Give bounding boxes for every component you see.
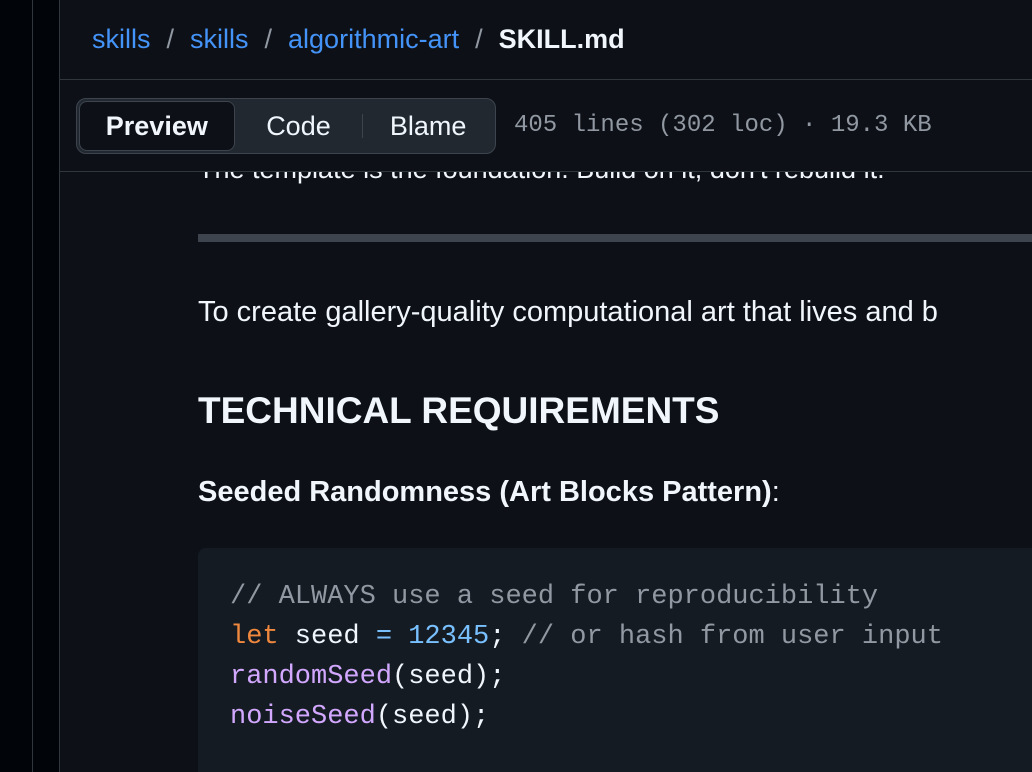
- tab-code[interactable]: Code: [266, 110, 331, 141]
- code-comment: // ALWAYS use a seed for reproducibility: [230, 582, 879, 612]
- code-variable: seed: [278, 622, 376, 652]
- breadcrumb-separator: /: [264, 24, 273, 54]
- code-block[interactable]: // ALWAYS use a seed for reproducibility…: [198, 548, 1032, 772]
- breadcrumb-separator: /: [475, 24, 483, 54]
- code-space: [392, 622, 408, 652]
- tab-preview[interactable]: Preview: [79, 101, 235, 151]
- section-heading: TECHNICAL REQUIREMENTS: [198, 390, 720, 431]
- code-line-2: let seed = 12345; // or hash from user i…: [230, 622, 943, 652]
- file-toolbar: Preview Code Blame 405 lines (302 loc) ·…: [60, 80, 1032, 172]
- subheading-bold: Seeded Randomness (Art Blocks Pattern): [198, 476, 772, 508]
- code-line-4: noiseSeed(seed);: [230, 702, 489, 732]
- code-comment: // or hash from user input: [521, 622, 943, 652]
- breadcrumb-separator: /: [166, 24, 175, 54]
- code-operator: =: [375, 622, 393, 652]
- breadcrumb: skills / skills / algorithmic-art / SKIL…: [60, 0, 1032, 80]
- breadcrumb-link-skills-repo[interactable]: skills: [190, 24, 249, 54]
- file-info: 405 lines (302 loc) · 19.3 KB: [514, 112, 932, 139]
- code-line-1: // ALWAYS use a seed for reproducibility: [230, 582, 878, 612]
- subheading-suffix: :: [771, 476, 780, 508]
- code-keyword: let: [230, 622, 279, 652]
- segment-divider: [362, 114, 364, 138]
- partial-text-line: The template is the foundation. Build on…: [198, 172, 885, 185]
- breadcrumb-link-skills-owner[interactable]: skills: [92, 24, 151, 54]
- code-function: randomSeed: [230, 662, 393, 692]
- code-args: (seed);: [392, 662, 506, 692]
- gutter-divider: [32, 0, 33, 772]
- markdown-preview: The template is the foundation. Build on…: [60, 172, 1032, 772]
- code-line-3: randomSeed(seed);: [230, 662, 505, 692]
- code-args: (seed);: [375, 702, 490, 732]
- breadcrumb-current-file: SKILL.md: [498, 24, 625, 54]
- horizontal-rule: [198, 234, 1032, 242]
- sidebar-gutter: [0, 0, 60, 772]
- code-semicolon: ;: [489, 622, 522, 652]
- paragraph: To create gallery-quality computational …: [198, 296, 938, 328]
- breadcrumb-link-algorithmic-art[interactable]: algorithmic-art: [288, 24, 460, 54]
- code-function: noiseSeed: [230, 702, 376, 732]
- subheading-paragraph: Seeded Randomness (Art Blocks Pattern):: [198, 476, 780, 509]
- tab-blame[interactable]: Blame: [389, 110, 467, 141]
- code-number: 12345: [408, 622, 490, 652]
- view-mode-segmented-control: Preview Code Blame: [76, 98, 496, 154]
